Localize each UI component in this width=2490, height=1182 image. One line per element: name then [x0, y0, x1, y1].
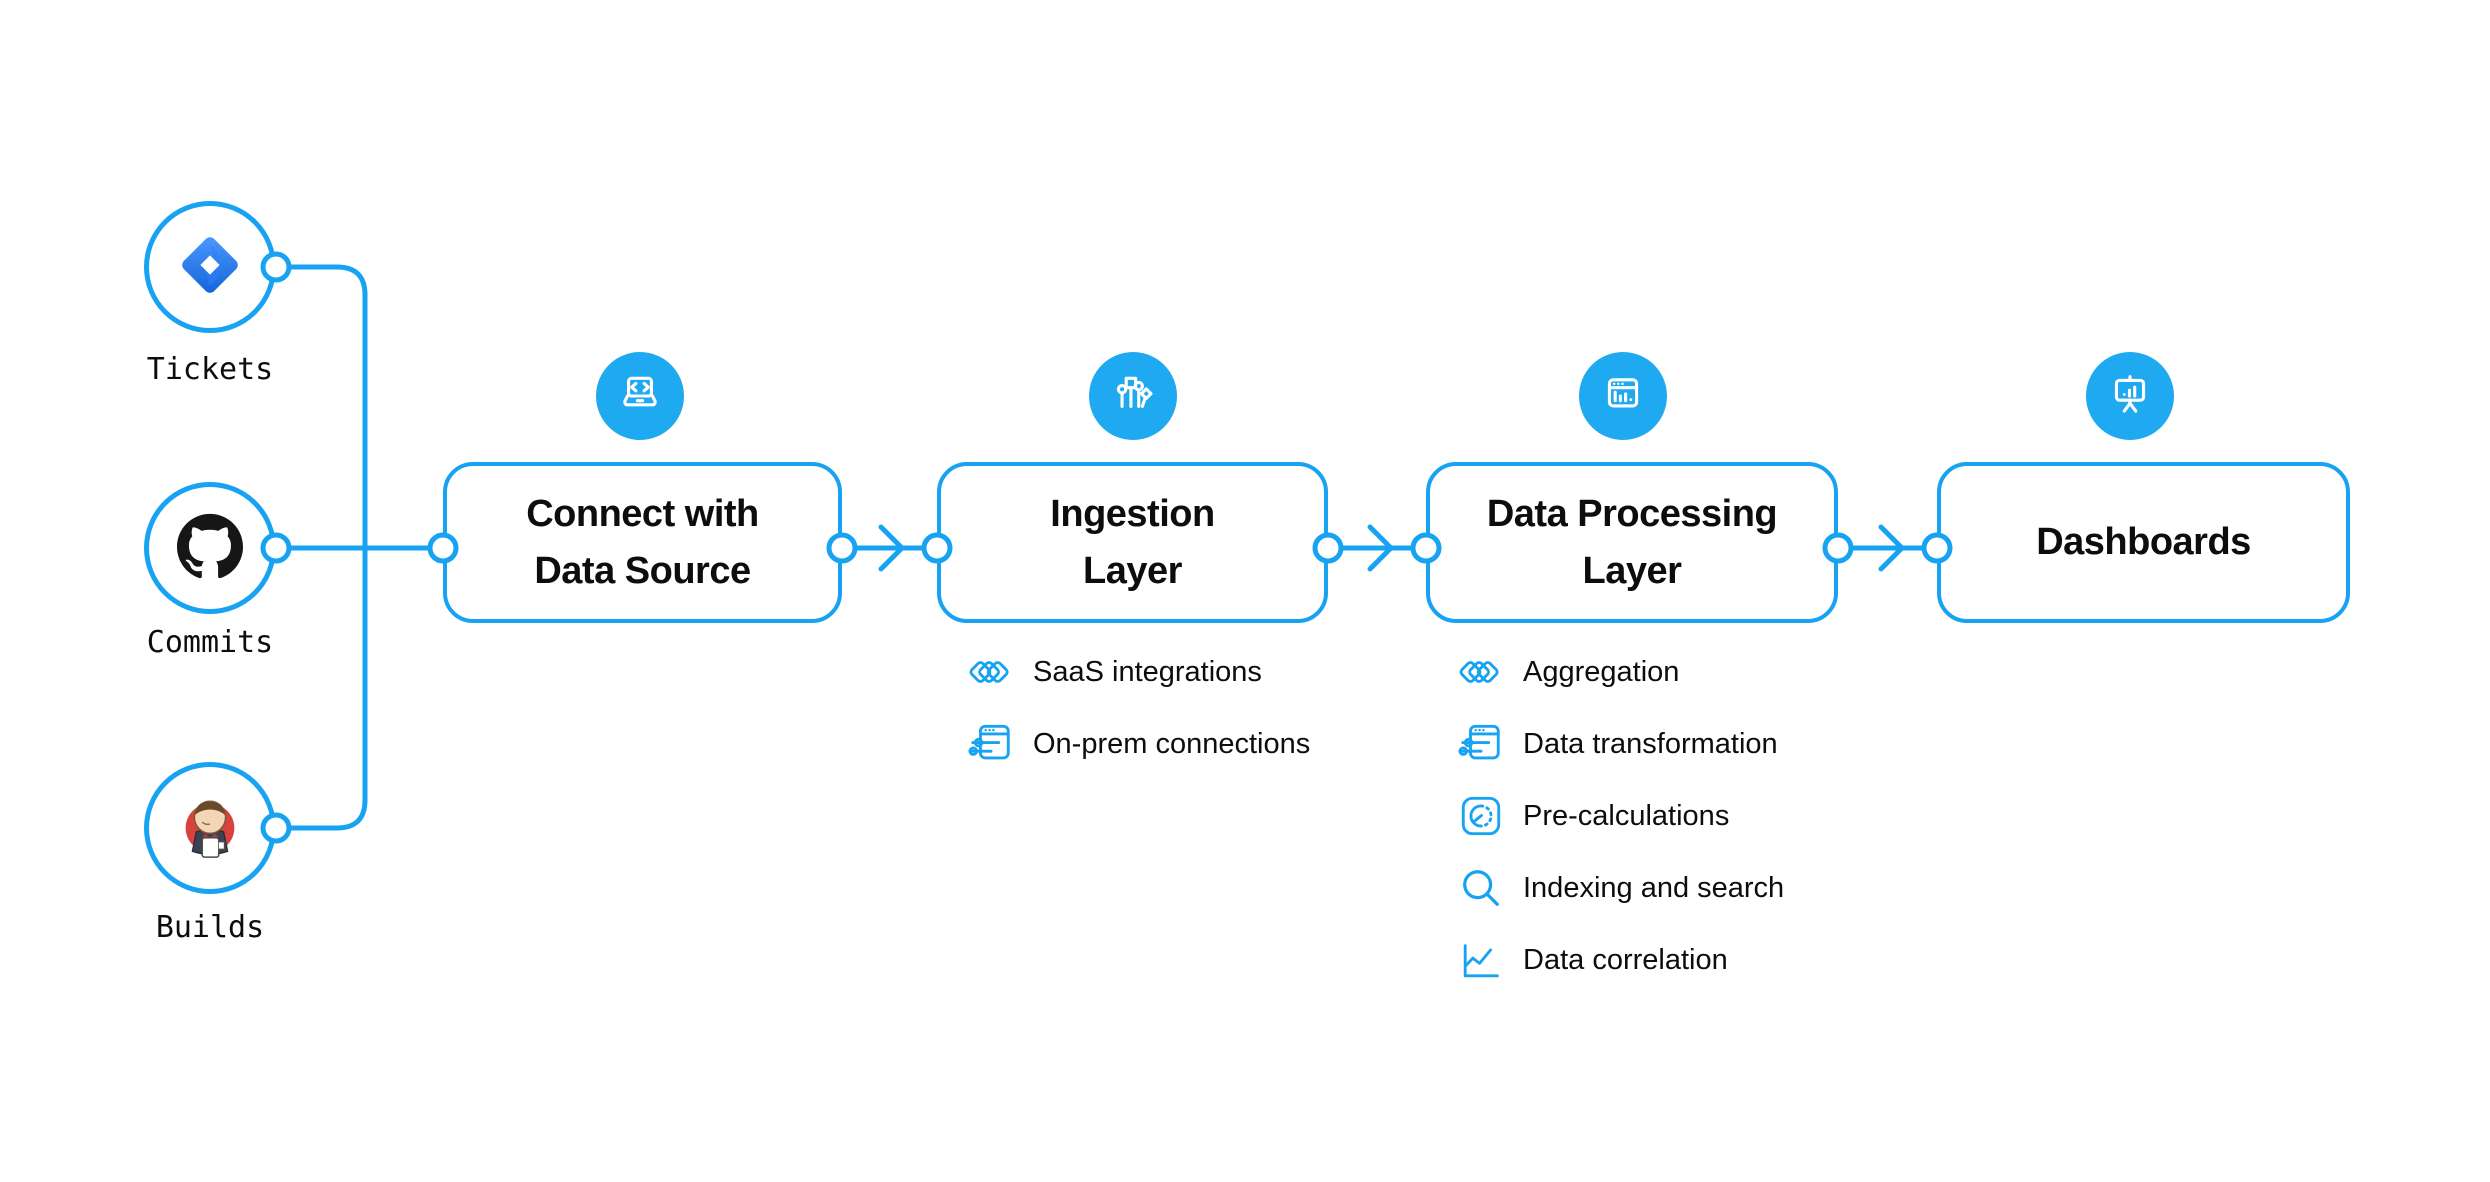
source-label-tickets: Tickets [146, 352, 274, 387]
stage-box-dashboards: Dashboards [1937, 462, 2350, 623]
feature-label: Pre-calculations [1523, 799, 1730, 832]
gauge-icon [1458, 793, 1504, 839]
line-chart-icon [1458, 937, 1504, 983]
stage-badge-processing [1579, 352, 1667, 440]
presentation-chart-icon [2105, 371, 2155, 421]
arrowhead-3 [1878, 524, 1905, 572]
window-sliders-icon [968, 721, 1014, 767]
stage-box-connect: Connect with Data Source [443, 462, 842, 623]
laptop-code-icon [615, 371, 665, 421]
stage-title: Connect with Data Source [526, 492, 759, 592]
feature-label: Aggregation [1523, 655, 1680, 688]
feature-label: Data correlation [1523, 943, 1728, 976]
stage-badge-ingestion [1089, 352, 1177, 440]
window-sliders-icon [1458, 721, 1504, 767]
circuit-icon [1108, 371, 1158, 421]
feature-label: Data transformation [1523, 727, 1778, 760]
stage-badge-dashboards [2086, 352, 2174, 440]
stage-title: Dashboards [2036, 521, 2251, 563]
stacked-layers-icon [968, 649, 1014, 695]
source-node-tickets [144, 201, 276, 333]
arrowhead-1 [878, 524, 905, 572]
list-item: Indexing and search [1458, 852, 1784, 924]
list-item: Aggregation [1458, 636, 1784, 708]
stage-title: Data Processing Layer [1486, 492, 1778, 592]
source-label-builds: Builds [155, 910, 265, 945]
stacked-layers-icon [1458, 649, 1504, 695]
window-chart-icon [1598, 371, 1648, 421]
list-item: Data transformation [1458, 708, 1784, 780]
arrowhead-2 [1367, 524, 1394, 572]
source-node-commits [144, 482, 276, 614]
ingestion-feature-list: SaaS integrations On-prem connections [968, 636, 1310, 780]
feature-label: SaaS integrations [1033, 655, 1262, 688]
github-icon [177, 513, 243, 584]
search-icon [1458, 865, 1504, 911]
source-node-builds [144, 762, 276, 894]
jira-icon [177, 232, 243, 303]
feature-label: Indexing and search [1523, 871, 1785, 904]
stage-badge-connect [596, 352, 684, 440]
jenkins-icon [173, 789, 247, 868]
list-item: SaaS integrations [968, 636, 1310, 708]
stage-title: Ingestion Layer [1050, 492, 1215, 592]
stage-box-processing: Data Processing Layer [1426, 462, 1838, 623]
processing-feature-list: Aggregation Data transformation [1458, 636, 1784, 996]
stage-box-ingestion: Ingestion Layer [937, 462, 1328, 623]
list-item: Pre-calculations [1458, 780, 1784, 852]
list-item: On-prem connections [968, 708, 1310, 780]
source-label-commits: Commits [146, 625, 274, 660]
feature-label: On-prem connections [1033, 727, 1311, 760]
list-item: Data correlation [1458, 924, 1784, 996]
